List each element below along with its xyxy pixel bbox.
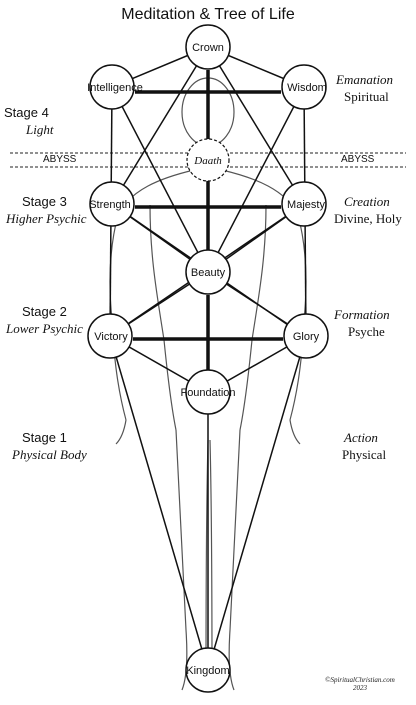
abyss-label-right: ABYSS (340, 154, 376, 165)
glory-circle (283, 313, 329, 359)
world-formation-desc: Psyche (348, 324, 385, 339)
sephirot-labels: Crown Intelligence Wisdom Strength Majes… (87, 42, 327, 677)
main-bars (133, 70, 283, 370)
glory-label: Glory (293, 331, 320, 343)
world-action-name: Action (344, 430, 378, 445)
strength-circle (89, 181, 135, 227)
abyss-label-left: ABYSS (42, 154, 78, 165)
strength-label: Strength (89, 199, 131, 211)
stage-2-desc: Lower Psychic (6, 321, 83, 336)
sephirot-circles (87, 24, 329, 693)
beauty-label: Beauty (191, 267, 226, 279)
stage-1-desc: Physical Body (12, 447, 87, 462)
victory-circle (87, 313, 133, 359)
daath-circle (186, 138, 230, 182)
credit-line-1: ©SpiritualChristian.com (325, 676, 395, 684)
stage-3-desc: Higher Psychic (6, 211, 87, 226)
stage-2-name: Stage 2 (22, 304, 67, 319)
stage-3-name: Stage 3 (22, 194, 67, 209)
beauty-circle (185, 249, 231, 295)
page-title: Meditation & Tree of Life (121, 6, 295, 23)
intelligence-label: Intelligence (87, 82, 143, 94)
kingdom-circle (185, 647, 231, 693)
majesty-label: Majesty (287, 199, 325, 211)
world-creation-desc: Divine, Holy (334, 211, 402, 226)
stage-1-name: Stage 1 (22, 430, 67, 445)
wisdom-circle (281, 64, 327, 110)
foundation-label: Foundation (180, 387, 235, 399)
world-action-desc: Physical (342, 447, 387, 462)
crown-label: Crown (192, 42, 224, 54)
world-emanation-desc: Spiritual (344, 89, 389, 104)
kingdom-label: Kingdom (186, 665, 229, 677)
majesty-circle (281, 181, 327, 227)
world-emanation-name: Emanation (336, 72, 394, 87)
stage-4-desc: Light (26, 122, 54, 137)
victory-label: Victory (94, 331, 128, 343)
world-formation-name: Formation (334, 307, 390, 322)
world-creation-name: Creation (344, 194, 390, 209)
intelligence-circle (89, 64, 135, 110)
stage-4-name: Stage 4 (4, 105, 49, 120)
copyright-credit: ©SpiritualChristian.com 2023 (310, 676, 410, 692)
foundation-circle (185, 369, 231, 415)
daath-label: Daath (193, 155, 222, 167)
credit-line-2: 2023 (353, 684, 367, 692)
crown-circle (185, 24, 231, 70)
wisdom-label: Wisdom (287, 82, 327, 94)
